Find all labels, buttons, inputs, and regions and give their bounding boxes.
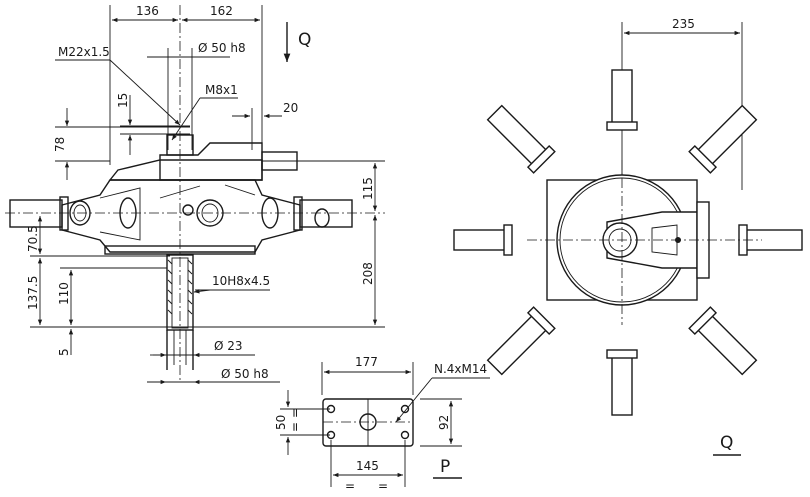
arm-left xyxy=(453,224,513,256)
dim-50: 50 xyxy=(274,415,288,430)
callout-dia23: Ø 23 xyxy=(214,339,243,353)
callout-dia50-bottom: Ø 50 h8 xyxy=(221,367,269,381)
dim-162: 162 xyxy=(210,4,233,18)
dim-15: 15 xyxy=(116,93,130,108)
dim-208: 208 xyxy=(361,262,375,285)
callout-dia50-top: Ø 50 h8 xyxy=(198,41,246,55)
arm-up-left xyxy=(486,104,556,174)
eq-mark-2: = xyxy=(288,422,302,432)
top-view: 235 Q xyxy=(453,17,803,456)
callout-spline: 10H8x4.5 xyxy=(212,274,270,288)
dim-92: 92 xyxy=(437,415,451,430)
dim-115: 115 xyxy=(361,177,375,200)
view-label-p: P xyxy=(440,457,450,477)
arm-down-left xyxy=(486,306,556,376)
dim-110: 110 xyxy=(57,282,71,305)
front-view: 136 162 Q Ø 50 h8 M22x1.5 M8x1 20 15 xyxy=(5,4,385,385)
callout-m22: M22x1.5 xyxy=(58,45,110,59)
arm-up xyxy=(606,69,638,131)
flange-view: 177 N.4xM14 50 = = 92 145 = = P xyxy=(274,355,490,493)
eq-mark-3: = xyxy=(345,479,355,493)
dim-137-5: 137.5 xyxy=(26,276,40,310)
dim-20: 20 xyxy=(283,101,298,115)
eq-mark-4: = xyxy=(378,479,388,493)
dim-177: 177 xyxy=(355,355,378,369)
arm-up-right xyxy=(688,104,758,174)
arm-down xyxy=(606,349,638,416)
dim-78: 78 xyxy=(53,137,67,152)
dim-145: 145 xyxy=(356,459,379,473)
dim-136: 136 xyxy=(136,4,159,18)
view-arrow-label: Q xyxy=(298,30,311,50)
callout-holes: N.4xM14 xyxy=(434,362,487,376)
dim-5: 5 xyxy=(57,348,71,356)
eq-mark-1: = xyxy=(288,408,302,418)
arm-down-right xyxy=(688,306,758,376)
view-label-q: Q xyxy=(720,433,733,453)
callout-m8: M8x1 xyxy=(205,83,238,97)
dim-70-5: 70.5 xyxy=(26,225,40,252)
dim-235: 235 xyxy=(672,17,695,31)
